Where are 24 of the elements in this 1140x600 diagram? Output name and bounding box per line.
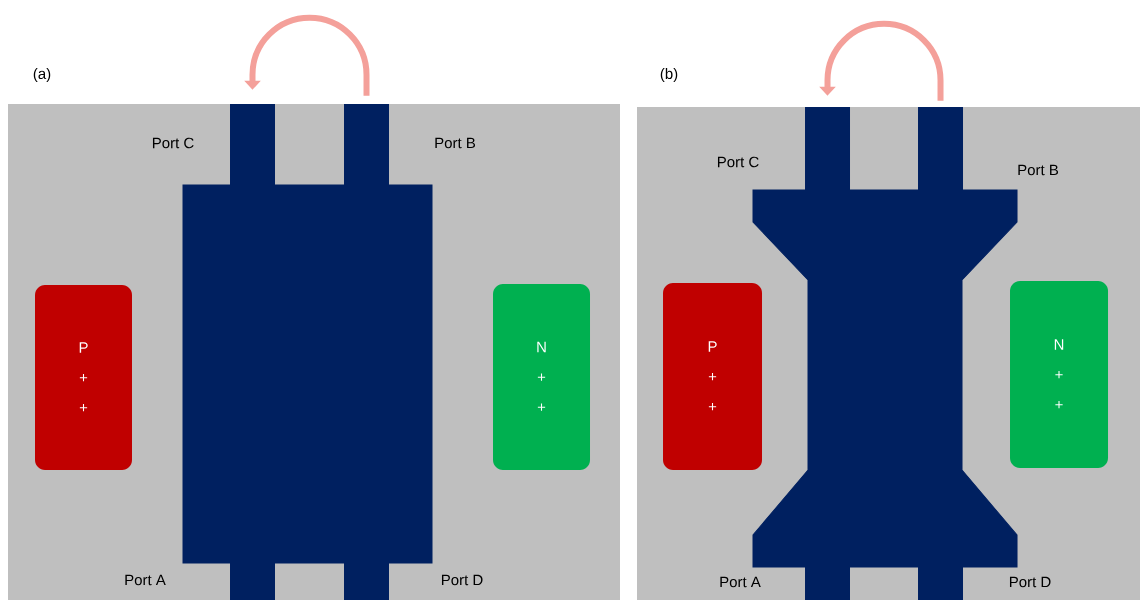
port-label: Port A: [720, 576, 761, 588]
port-label: Port C: [152, 137, 194, 149]
port-label: Port D: [1010, 576, 1051, 588]
port-label: Port C: [718, 156, 759, 168]
port-label: Port B: [1018, 164, 1059, 176]
waveguide-arm: [344, 104, 389, 185]
doped-region-box: P + +: [663, 283, 762, 470]
panel-label: (a): [33, 68, 51, 82]
waveguide-arm: [918, 107, 963, 190]
doped-region-box: P + +: [35, 285, 132, 470]
waveguide-body: [182, 184, 433, 564]
port-label: Port B: [435, 137, 476, 149]
waveguide-arm: [805, 107, 850, 190]
waveguide-body: [752, 189, 1018, 568]
waveguide-arm: [230, 563, 275, 600]
doped-region-box: N + +: [493, 284, 590, 470]
panel-label: (b): [660, 68, 678, 82]
waveguide-arm: [918, 567, 963, 600]
doped-region-box: N + +: [1010, 281, 1108, 468]
port-label: Port A: [125, 574, 166, 586]
waveguide-arm: [805, 567, 850, 600]
waveguide-arm: [230, 104, 275, 185]
waveguide-arm: [344, 563, 389, 600]
port-label: Port D: [441, 574, 483, 586]
